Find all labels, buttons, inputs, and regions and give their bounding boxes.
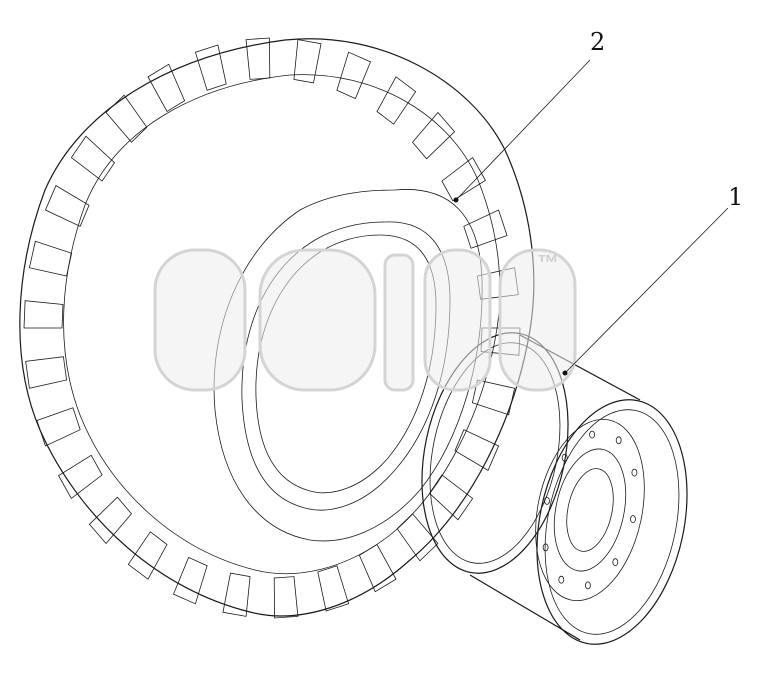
tread-lug: [441, 156, 487, 202]
rim-front-flange: [536, 399, 688, 645]
tread-lug: [36, 407, 81, 447]
tread-lug: [194, 44, 227, 91]
tread-lug: [70, 135, 115, 182]
tread-lug: [471, 379, 516, 416]
tread-lug: [25, 356, 68, 389]
callout-2-label: 2: [590, 28, 605, 56]
bolt-hole: [630, 515, 636, 523]
callout-1-label: 1: [728, 183, 743, 211]
rim-center-bore: [566, 468, 614, 552]
bolt-hole: [542, 543, 549, 552]
tire-outer-profile: [19, 38, 535, 617]
rim-disc-bolt-circle: [553, 448, 627, 572]
callout-1-dot: [562, 370, 568, 376]
tread-lug: [245, 37, 271, 80]
watermark-glyph-5: [500, 250, 575, 390]
rim-disc: [535, 418, 645, 602]
bolt-hole: [612, 558, 619, 567]
watermark-glyph-4-outline: [423, 248, 492, 392]
callout-1-leader: [564, 207, 729, 374]
tread-lug: [454, 429, 500, 471]
tread-lug: [28, 240, 73, 277]
tread-lug: [429, 474, 474, 521]
watermark-trademark: ™: [537, 250, 559, 275]
tread-lug: [336, 51, 372, 100]
bolt-hole: [615, 436, 622, 445]
tread-lug: [23, 300, 64, 329]
watermark: ™: [153, 248, 577, 392]
watermark-glyph-3-outline: [383, 253, 415, 392]
tread-lug: [172, 556, 208, 605]
watermark-glyph-2-outline: [258, 248, 377, 392]
watermark-glyph-1-outline: [153, 248, 247, 392]
bolt-hole: [544, 496, 550, 505]
bolt-hole: [585, 581, 591, 590]
rim-front-flange-inner: [544, 409, 680, 635]
callout-2: 2: [453, 28, 605, 203]
bolt-hole: [631, 468, 638, 477]
tread-lug: [147, 63, 186, 113]
tread-lug: [88, 496, 133, 545]
bolt-hole: [558, 575, 565, 584]
callout-2-dot: [453, 197, 459, 203]
tread-lug: [222, 572, 251, 617]
watermark-glyph-4: [425, 250, 490, 390]
callout-2-leader: [455, 59, 591, 201]
tread-lug: [57, 454, 103, 500]
tread-lug: [411, 111, 456, 160]
bolt-hole: [561, 453, 568, 462]
watermark-glyph-3: [385, 255, 413, 390]
rim-bolt-holes: [542, 430, 638, 590]
tread-lug: [105, 94, 148, 143]
tread-lug: [273, 576, 299, 619]
callout-1: 1: [562, 183, 743, 376]
tread-lug: [127, 531, 168, 580]
tread-lug: [376, 76, 417, 125]
watermark-glyph-1: [155, 250, 245, 390]
tread-lug: [358, 543, 397, 593]
tread-lug: [317, 565, 350, 612]
watermark-glyph-2: [260, 250, 375, 390]
tire-tread-boundary: [63, 74, 501, 575]
tread-lug: [293, 39, 322, 84]
tread-lug: [463, 209, 508, 249]
bolt-hole: [589, 430, 595, 439]
watermark-glyph-5-outline: [498, 248, 577, 392]
tread-lug: [44, 185, 90, 227]
tread-lug: [396, 513, 439, 562]
